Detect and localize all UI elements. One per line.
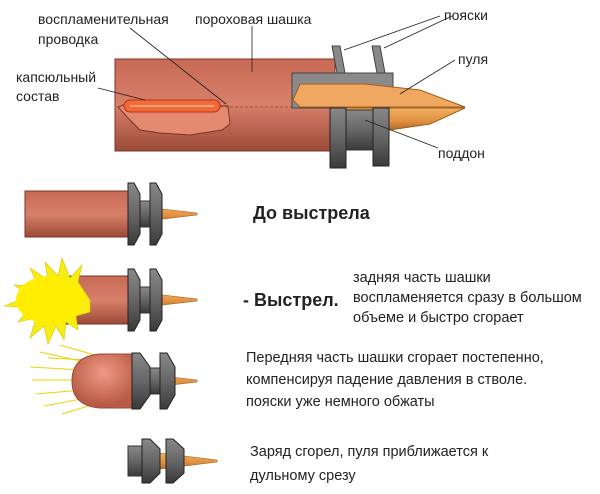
flange-front bbox=[329, 107, 347, 169]
stage-burning: Передняя часть шашки сгорает постепенно,… bbox=[29, 344, 544, 415]
stage-desc-line: объеме и быстро сгорает bbox=[353, 310, 524, 326]
label-primer-2: состав bbox=[16, 88, 59, 104]
stage-desc-line: пояски уже немного обжаты bbox=[246, 394, 435, 410]
stage-title: До выстрела bbox=[253, 203, 371, 223]
stage-desc-line: Заряд сгорел, пуля приближается к bbox=[250, 444, 489, 460]
label-belts: пояски bbox=[444, 7, 488, 23]
stage-desc-line: Передняя часть шашки сгорает постепенно, bbox=[246, 350, 544, 366]
label-sabot: поддон bbox=[438, 145, 485, 161]
label-igniter: воспламенительная bbox=[38, 11, 169, 27]
belt-upper-rear bbox=[371, 45, 386, 74]
stage-desc-line: задняя часть шашки bbox=[353, 270, 491, 286]
label-primer: капсюльный bbox=[16, 69, 96, 85]
stage-burned-out: Заряд сгорел, пуля приближается к дульно… bbox=[127, 438, 489, 484]
stage-shot: - Выстрел. задняя часть шашки воспламеня… bbox=[3, 256, 582, 345]
label-powder: пороховая шашка bbox=[195, 11, 312, 27]
stage-desc-line: дульному срезу bbox=[250, 468, 356, 484]
stage-desc-line: компенсируя падение давления в стволе. bbox=[246, 372, 527, 388]
cutaway-cartridge: воспламенительная проводка пороховая шаш… bbox=[16, 7, 488, 169]
stage-desc-line: воспламеняется сразу в большом bbox=[353, 290, 582, 306]
flange-rear bbox=[372, 107, 390, 167]
stage-before-shot: До выстрела bbox=[24, 182, 371, 246]
label-igniter-2: проводка bbox=[38, 31, 99, 47]
label-bullet: пуля bbox=[458, 51, 488, 67]
bullet-upper bbox=[292, 83, 466, 108]
stage-title: - Выстрел. bbox=[243, 290, 339, 310]
belt-upper-front bbox=[331, 45, 346, 74]
